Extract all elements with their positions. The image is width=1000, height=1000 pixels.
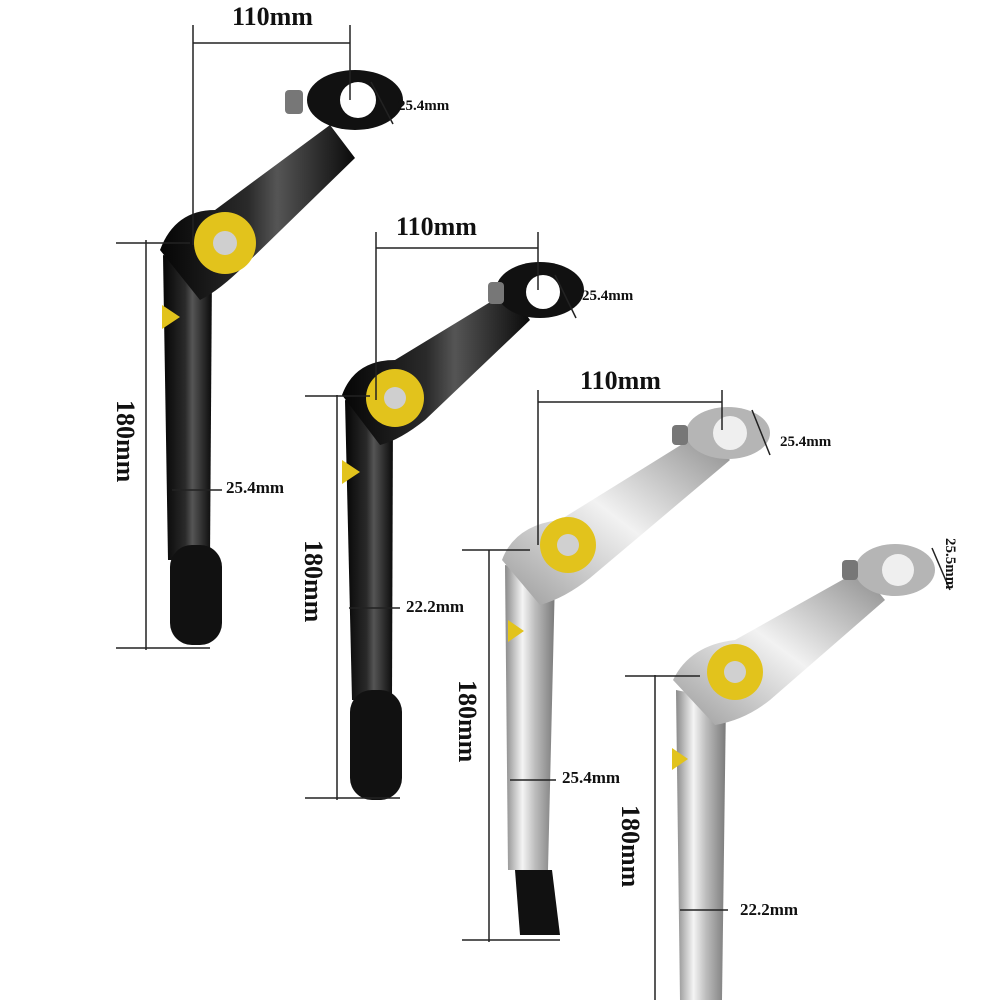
stem3-height-label: 180mm bbox=[453, 680, 482, 763]
silver-stem-1 bbox=[462, 390, 771, 942]
stem3-reach-label: 110mm bbox=[580, 366, 661, 395]
stem1-quill-label: 25.4mm bbox=[226, 478, 285, 497]
stem2-reach-label: 110mm bbox=[396, 212, 477, 241]
black-stem-2 bbox=[305, 232, 584, 800]
sticker-icon bbox=[162, 305, 180, 329]
stem1-clamp-label: 25.4mm bbox=[398, 98, 450, 114]
stem2-height-label: 180mm bbox=[299, 540, 328, 623]
dimension-lines bbox=[462, 390, 771, 942]
stem3-clamp-label: 25.4mm bbox=[780, 434, 832, 450]
stem1-reach-label: 110mm bbox=[232, 2, 313, 31]
dimension-lines bbox=[116, 25, 394, 650]
stem4-quill-label: 22.2mm bbox=[740, 900, 799, 919]
black-stem-1 bbox=[116, 25, 403, 650]
sticker-icon bbox=[672, 748, 688, 770]
stem4-height-label: 180mm bbox=[616, 805, 645, 888]
dimension-lines bbox=[305, 232, 577, 800]
stem2-clamp-label: 25.4mm bbox=[582, 288, 634, 304]
stem1-height-label: 180mm bbox=[111, 400, 140, 483]
stem2-quill-label: 22.2mm bbox=[406, 597, 465, 616]
stem3-quill-label: 25.4mm bbox=[562, 768, 621, 787]
silver-stem-2 bbox=[625, 544, 951, 1000]
stem4-clamp-label: 25.5mm bbox=[942, 538, 958, 590]
dimension-lines bbox=[625, 547, 951, 1000]
sticker-icon bbox=[342, 460, 360, 484]
sticker-icon bbox=[508, 620, 524, 642]
